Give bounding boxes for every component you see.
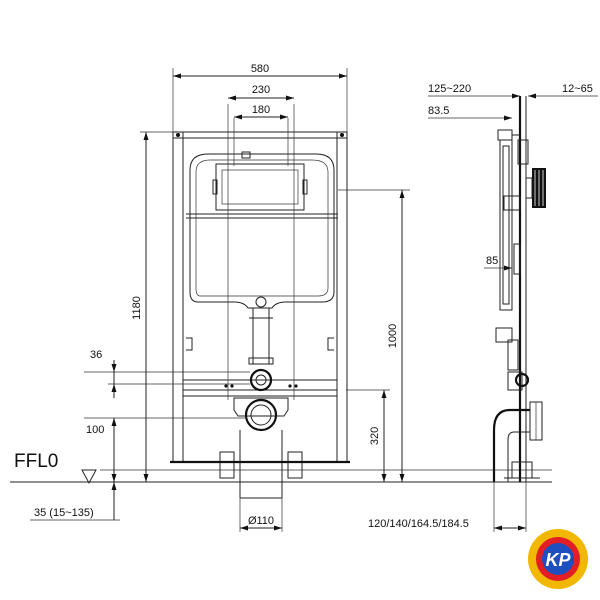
frame-right-post xyxy=(336,131,348,463)
cistern-outline xyxy=(189,153,335,309)
kp-logo: KP xyxy=(528,529,588,589)
dim-side-83-5: 83.5 xyxy=(428,105,449,117)
logo-text: KP xyxy=(545,550,571,570)
dim-inner-width: 230 xyxy=(252,84,270,96)
dim-overall-width: 580 xyxy=(251,63,269,75)
dim-side-bottom: 120/140/164.5/184.5 xyxy=(368,518,469,530)
frame-left-post xyxy=(172,131,184,463)
dim-height-1000: 1000 xyxy=(387,324,399,348)
side-dimensions: 125~220 12~65 83.5 85 120/140/164.5/184.… xyxy=(368,83,598,532)
dim-side-85: 85 xyxy=(486,255,498,267)
dim-side-12-65: 12~65 xyxy=(562,83,593,95)
dim-100: 100 xyxy=(86,424,104,436)
dim-pipe-diameter: Ø110 xyxy=(248,515,274,527)
dim-side-125-220: 125~220 xyxy=(428,83,471,95)
floor-line: FFL0 xyxy=(10,451,552,485)
flush-plate-opening xyxy=(215,163,305,211)
dim-35: 35 (15~135) xyxy=(34,507,94,519)
dim-bracket-width: 180 xyxy=(252,104,270,116)
floor-label: FFL0 xyxy=(14,451,58,472)
dim-36: 36 xyxy=(90,349,102,361)
side-view xyxy=(492,96,546,482)
front-dimensions: 580 230 180 1180 1000 320 36 xyxy=(30,63,410,532)
dim-height-320: 320 xyxy=(369,427,381,445)
dim-total-height: 1180 xyxy=(131,296,143,320)
logo-inner-disc xyxy=(542,543,574,575)
front-view xyxy=(170,104,350,499)
